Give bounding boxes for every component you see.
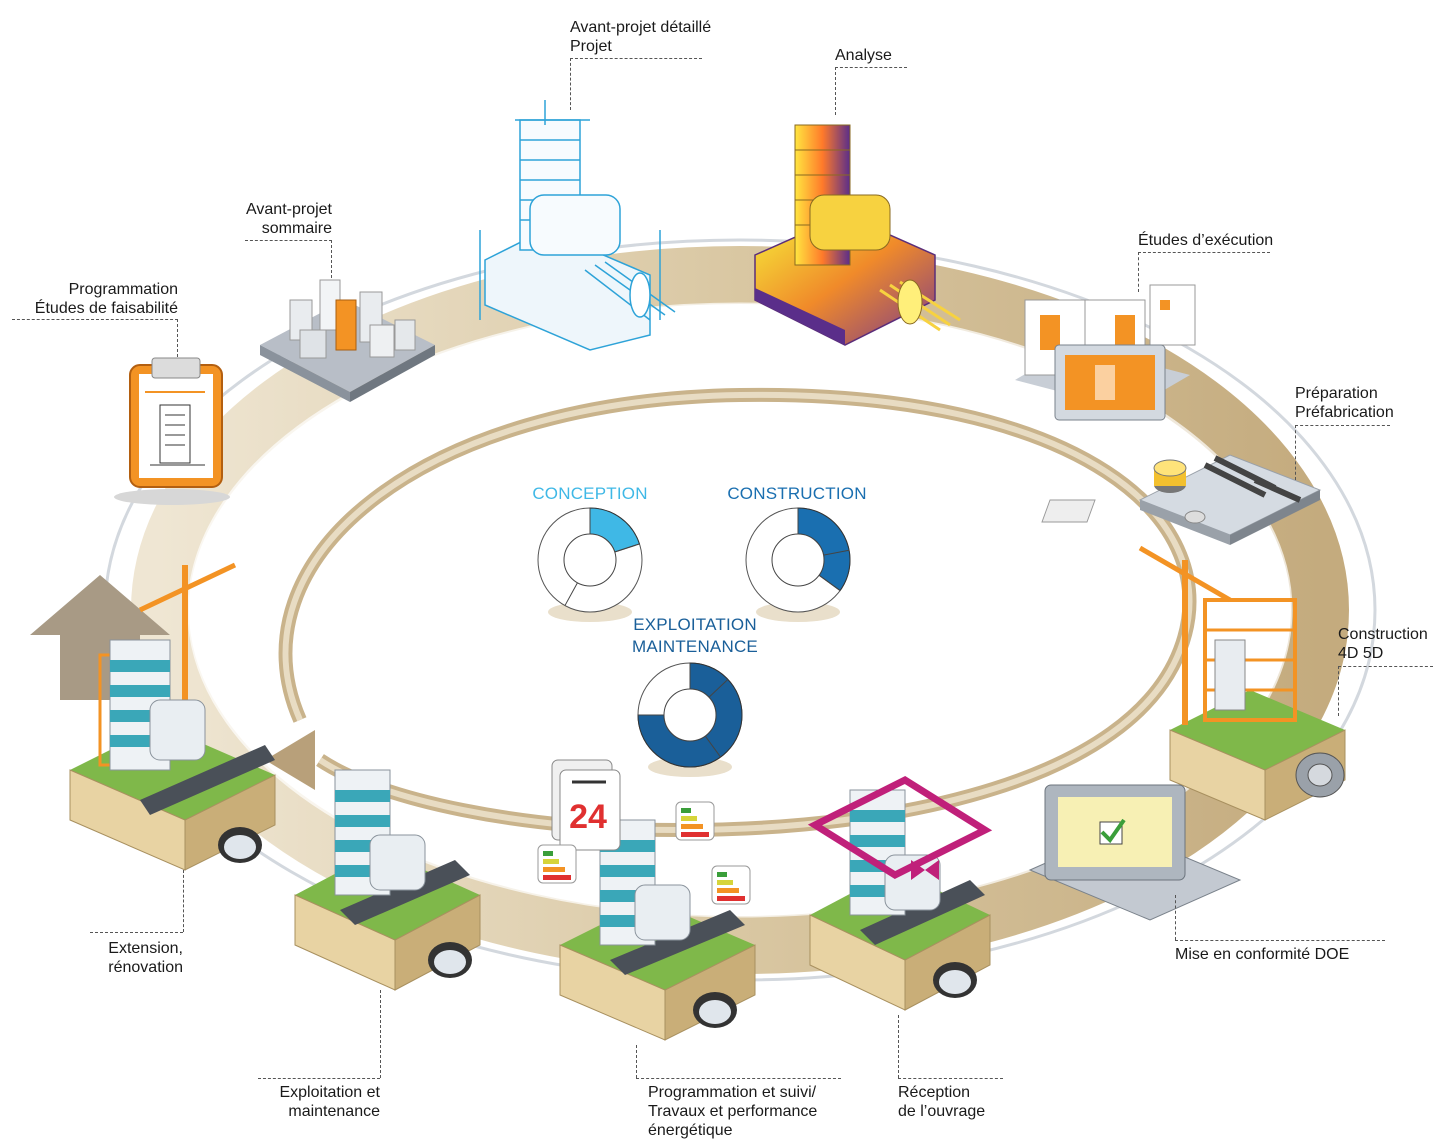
step-label-programmation: Programmation Études de faisabilité	[34, 281, 178, 317]
step-label-extension: Extension, rénovation	[108, 940, 183, 976]
leader-line	[1175, 940, 1385, 941]
leader-line	[1175, 895, 1176, 940]
leader-line	[570, 58, 571, 110]
donut-divider	[708, 679, 729, 698]
leader-line	[331, 240, 332, 278]
step-label-doe: Mise en conformité DOE	[1175, 946, 1350, 963]
energy-label-icon	[537, 844, 577, 884]
leader-line	[835, 67, 836, 115]
leader-line	[1295, 425, 1296, 480]
step-label-apd: Avant-projet détaillé Projet	[570, 19, 712, 55]
doe-laptop-illustration	[1028, 784, 1242, 921]
donut-hole	[563, 533, 617, 587]
leader-line	[570, 58, 702, 59]
extension-building-illustration	[69, 562, 276, 871]
donut-divider	[823, 549, 850, 556]
step-label-analyse: Analyse	[835, 47, 892, 64]
leader-line	[177, 319, 178, 357]
step-label-preparation: Préparation Préfabrication	[1295, 385, 1394, 421]
phase-title-exploitation: EXPLOITATION MAINTENANCE	[632, 615, 758, 656]
conception-donut-chart	[537, 507, 643, 622]
donut-divider	[818, 574, 841, 591]
blueprint-building-illustration	[479, 100, 676, 351]
step-label-exploitation: Exploitation et maintenance	[279, 1084, 380, 1120]
leader-line	[1295, 425, 1390, 426]
analysis-building-illustration	[754, 124, 961, 346]
donut-hole	[771, 533, 825, 587]
calendar-day: 24	[569, 798, 607, 836]
construction-donut-chart	[745, 507, 851, 622]
prefab-illustration	[1041, 454, 1322, 545]
donut-divider	[564, 582, 578, 606]
leader-line	[1138, 252, 1139, 292]
monitoring-building-illustration: 24	[537, 759, 756, 1041]
execution-studies-illustration	[1015, 284, 1196, 421]
step-label-construction-4d5d: Construction 4D 5D	[1338, 626, 1428, 662]
donut-divider	[704, 735, 721, 758]
step-label-reception: Réception de l’ouvrage	[898, 1084, 986, 1120]
step-label-suivi: Programmation et suivi/ Travaux et perfo…	[648, 1084, 818, 1139]
leader-line	[12, 319, 178, 320]
leader-line	[1338, 666, 1433, 667]
phase-title-construction: CONSTRUCTION	[727, 484, 867, 503]
energy-label-icon	[711, 865, 751, 905]
step-label-etudes-execution: Études d’exécution	[1138, 232, 1274, 249]
donut-divider	[614, 543, 640, 553]
phase-title-conception: CONCEPTION	[532, 484, 648, 503]
leader-line	[183, 870, 184, 932]
step-label-aps: Avant-projet sommaire	[246, 201, 332, 237]
leader-line	[1138, 252, 1270, 253]
leader-line	[258, 1078, 380, 1079]
construction-site-illustration	[1138, 545, 1346, 821]
reception-building-illustration	[807, 775, 993, 1011]
inner-arrow-head	[265, 730, 315, 790]
leader-line	[1338, 666, 1339, 716]
leader-line	[90, 932, 183, 933]
leader-line	[835, 67, 907, 68]
leader-line	[636, 1045, 637, 1078]
leader-line	[898, 1078, 1003, 1079]
donut-hole	[663, 688, 717, 742]
leader-line	[245, 240, 332, 241]
city-block-illustration	[260, 279, 435, 402]
leader-line	[380, 990, 381, 1078]
clipboard-illustration	[114, 357, 230, 505]
leader-line	[636, 1078, 841, 1079]
exploitation-donut-chart	[637, 662, 743, 777]
energy-label-icon	[675, 801, 715, 841]
exploitation-building-illustration	[294, 769, 481, 991]
leader-line	[898, 1015, 899, 1078]
